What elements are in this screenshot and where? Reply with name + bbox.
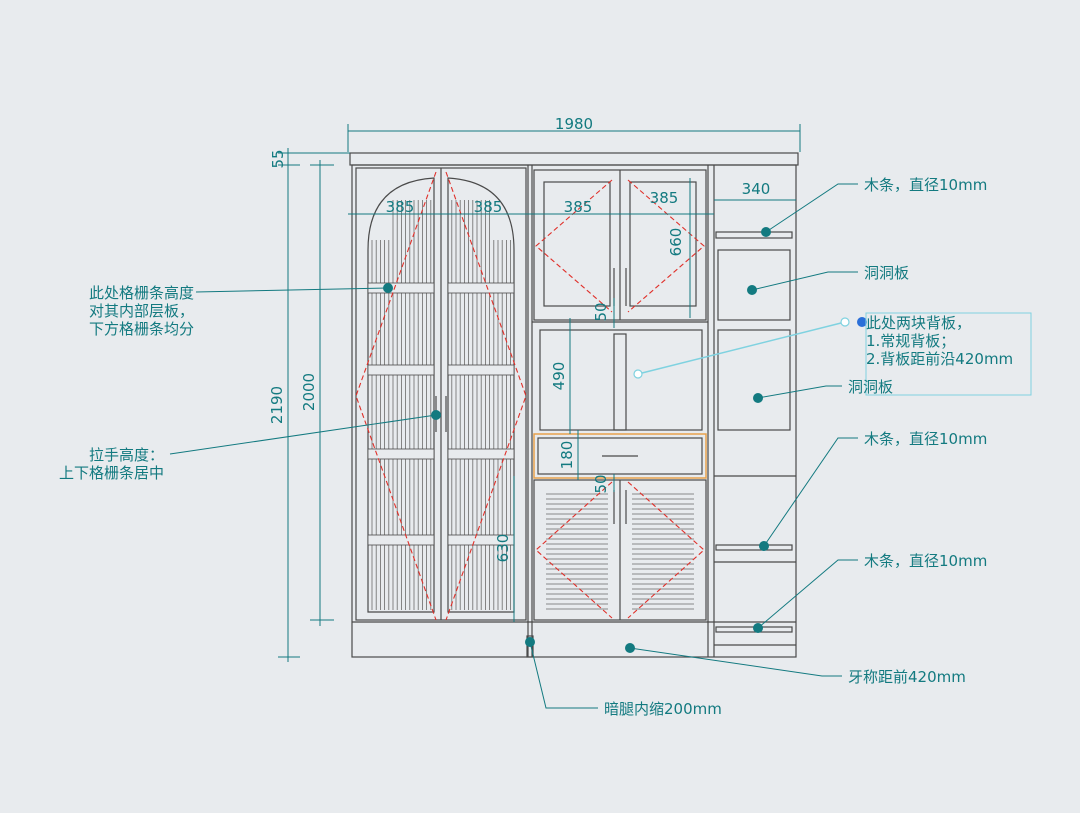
door-left-2-label: 385 bbox=[474, 198, 503, 216]
back-panel-hinge bbox=[840, 317, 850, 327]
back-panel-note-box bbox=[865, 312, 1032, 396]
pegboard-upper bbox=[717, 249, 791, 321]
back-panel-leader bbox=[637, 321, 846, 375]
wood-strip-1-label: 木条，直径10mm bbox=[864, 176, 987, 194]
drawer-highlight bbox=[533, 433, 707, 479]
annotation-leaders bbox=[169, 183, 1032, 709]
wood-strip-3-label: 木条，直径10mm bbox=[864, 552, 987, 570]
upper-door-swing-1 bbox=[535, 179, 613, 313]
shelf-band bbox=[367, 364, 435, 376]
hidden-leg-leader bbox=[529, 641, 598, 709]
dimension-texts: 1980 55 2190 2000 385 385 385 385 340 66… bbox=[268, 115, 770, 562]
top-cap-label: 55 bbox=[269, 149, 287, 168]
shelf-band bbox=[447, 448, 515, 460]
upper-door-swing-2 bbox=[627, 179, 705, 313]
wood-strip-3-marker bbox=[753, 623, 763, 633]
right-open-column bbox=[714, 231, 796, 646]
shelf-band bbox=[367, 534, 435, 546]
pegboard-2-marker bbox=[753, 393, 763, 403]
open-niche-divider bbox=[613, 333, 627, 431]
left-door-leaf-2 bbox=[447, 177, 515, 613]
left-door-shelf-bands bbox=[367, 282, 515, 546]
wood-strip-2-marker bbox=[759, 541, 769, 551]
pegboard-lower bbox=[717, 329, 791, 431]
grille-marker bbox=[383, 283, 393, 293]
lower-door-louvers bbox=[546, 493, 694, 610]
door-mid-2-label: 385 bbox=[650, 189, 679, 207]
grille-note-line3: 下方格栅条均分 bbox=[89, 320, 194, 338]
top-cap bbox=[349, 152, 799, 166]
gap-lower-label: 50 bbox=[592, 474, 610, 493]
grille-note-line2: 对其内部层板， bbox=[89, 302, 194, 320]
toe-kick-leader bbox=[629, 647, 842, 677]
total-height-label: 2190 bbox=[268, 386, 286, 424]
open-height-label: 490 bbox=[550, 362, 568, 391]
drawer-height-label: 180 bbox=[558, 441, 576, 470]
door-mid-1-label: 385 bbox=[564, 198, 593, 216]
body-height-label: 2000 bbox=[300, 373, 318, 411]
toe-kick-marker bbox=[625, 643, 635, 653]
middle-upper-doors bbox=[533, 169, 707, 321]
lower-door-height-label: 630 bbox=[494, 534, 512, 563]
right-col-width-label: 340 bbox=[742, 180, 771, 198]
middle-open-section bbox=[532, 321, 708, 479]
handle-note-line1: 拉手高度： bbox=[89, 446, 164, 464]
hidden-leg-label: 暗腿内缩200mm bbox=[604, 700, 722, 718]
left-door-swing-1 bbox=[355, 171, 437, 621]
dimension-lines bbox=[278, 124, 801, 662]
back-note-line1: 此处两块背板， bbox=[866, 314, 971, 332]
grille-note-line1: 此处格栅条高度 bbox=[89, 284, 194, 302]
left-arched-doors bbox=[355, 167, 527, 621]
back-note-line3: 2.背板距前沿420mm bbox=[866, 350, 1013, 368]
overall-width-label: 1980 bbox=[555, 115, 593, 133]
back-panel-anchor bbox=[633, 369, 643, 379]
lower-door-swing-2 bbox=[627, 481, 705, 619]
hidden-leg bbox=[526, 635, 534, 658]
wood-strip-2-leader bbox=[763, 437, 858, 547]
handle-note-line2: 上下格栅条居中 bbox=[59, 464, 164, 482]
pegboard-2-label: 洞洞板 bbox=[848, 378, 893, 396]
cabinet-frame bbox=[349, 152, 799, 658]
wood-strip-2-label: 木条，直径10mm bbox=[864, 430, 987, 448]
shelf-band bbox=[447, 282, 515, 294]
drawer-front bbox=[537, 437, 703, 475]
wood-strip-top bbox=[715, 231, 793, 239]
carcass-outline bbox=[351, 164, 797, 658]
wood-strip-1-marker bbox=[761, 227, 771, 237]
handle-leader bbox=[169, 414, 437, 455]
grille-leader bbox=[195, 287, 389, 293]
wood-strip-mid bbox=[715, 544, 793, 551]
hidden-leg-marker bbox=[525, 637, 535, 647]
upper-door-panel-2 bbox=[629, 181, 697, 307]
left-door-leaf-1 bbox=[367, 177, 435, 613]
pegboard-2-leader bbox=[757, 385, 842, 399]
upper-door-height-label: 660 bbox=[667, 228, 685, 257]
pegboard-1-marker bbox=[747, 285, 757, 295]
left-door-swing-2 bbox=[445, 171, 527, 621]
annotation-texts: 此处格栅条高度 对其内部层板， 下方格栅条均分 拉手高度： 上下格栅条居中 木条… bbox=[59, 176, 1013, 718]
gap-upper-label: 50 bbox=[592, 302, 610, 321]
door-left-1-label: 385 bbox=[386, 198, 415, 216]
wood-strip-3-leader bbox=[757, 559, 858, 629]
middle-lower-doors bbox=[533, 479, 707, 621]
lower-door-swing-1 bbox=[535, 481, 613, 619]
handle-marker bbox=[431, 410, 441, 420]
back-panel-marker bbox=[857, 317, 867, 327]
shelf-band bbox=[367, 448, 435, 460]
toe-kick-label: 牙称距前420mm bbox=[848, 668, 966, 686]
shelf-band bbox=[447, 364, 515, 376]
upper-door-panel-1 bbox=[543, 181, 611, 307]
wood-strip-1-leader bbox=[765, 183, 858, 233]
pegboard-1-leader bbox=[751, 271, 858, 291]
back-note-line2: 1.常规背板； bbox=[866, 332, 955, 350]
pegboard-1-label: 洞洞板 bbox=[864, 264, 909, 282]
